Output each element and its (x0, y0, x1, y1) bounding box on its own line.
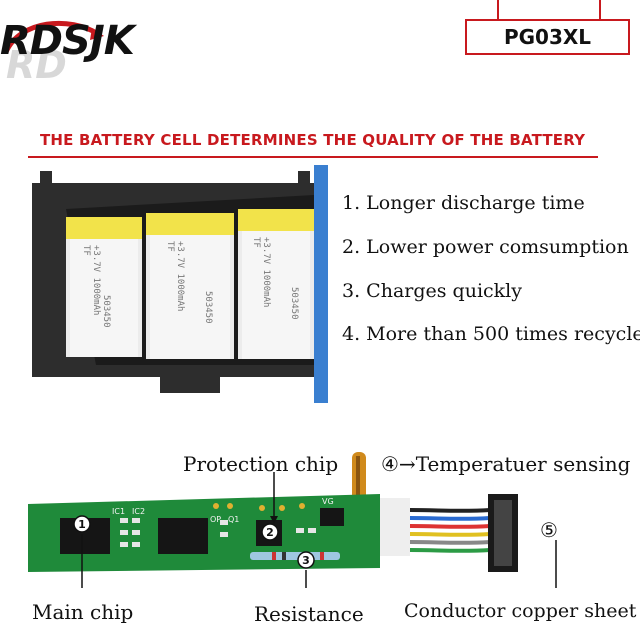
callout-badge-3: 3 (297, 551, 315, 569)
headline-underline (28, 156, 598, 158)
resistance-label: Resistance (254, 602, 364, 626)
cell-3-spec: +3.7V 1000mAh (261, 237, 271, 307)
feature-item: 3. Charges quickly (342, 280, 522, 302)
logo-shadow: RD (6, 43, 67, 84)
cell-1-spec: +3.7V 1000mAh (91, 245, 101, 315)
silk-ic1: IC1 (112, 507, 125, 516)
callout-leaders (81, 472, 557, 588)
silk-vg: VG (322, 497, 334, 506)
pcb-illustration: IC1 IC2 OP Q1 VG 1 2 3 (28, 452, 557, 588)
cell-2 (146, 213, 234, 359)
headline: THE BATTERY CELL DETERMINES THE QUALITY … (40, 131, 586, 149)
cell-3-model: 503450 (289, 287, 299, 320)
pcb-wires (409, 508, 491, 553)
model-label: PG03XL (465, 19, 630, 55)
battery-pack-illustration: TF +3.7V 1000mAh 503450 TF +3.7V 1000mAh… (32, 165, 328, 403)
feature-item: 1. Longer discharge time (342, 192, 585, 214)
resistor (250, 552, 340, 560)
brand-logo-text: RDSJK (0, 18, 135, 64)
svg-text:2: 2 (266, 526, 274, 539)
feature-item: 4. More than 500 times recycle (342, 323, 640, 345)
brand-logo: RD (0, 14, 200, 87)
cell-3 (238, 209, 314, 359)
callout-badge-5: ⑤ (540, 518, 558, 542)
main-chip-label: Main chip (32, 600, 134, 624)
pack-side-tab (314, 165, 328, 403)
cell-1-model: 503450 (101, 295, 111, 328)
logo-swoosh-icon: RD (3, 20, 104, 87)
secondary-chip (158, 518, 208, 554)
silk-ic2: IC2 (132, 507, 145, 516)
pcb-connector-plate (380, 498, 410, 556)
svg-text:3: 3 (302, 554, 310, 567)
conductor-copper-sheet-label: Conductor copper sheet (404, 600, 637, 622)
cell-2-brand: TF (165, 241, 175, 252)
callout-badge-2: 2 (261, 523, 279, 541)
feature-item: 2. Lower power comsumption (342, 236, 629, 258)
cell-2-spec: +3.7V 1000mAh (175, 241, 185, 311)
cell-2-model: 503450 (203, 291, 213, 324)
cell-1-brand: TF (81, 245, 91, 256)
temperature-sensing-label: ④→Temperatuer sensing (381, 452, 631, 476)
svg-text:1: 1 (78, 518, 86, 531)
cell-3-brand: TF (251, 237, 261, 248)
silk-op: OP (210, 515, 221, 524)
protection-chip-label: Protection chip (183, 452, 339, 476)
silk-q1: Q1 (228, 515, 239, 524)
cell-1 (66, 217, 142, 357)
callout-badge-1: 1 (73, 515, 91, 533)
model-tag-hanger (497, 0, 601, 19)
